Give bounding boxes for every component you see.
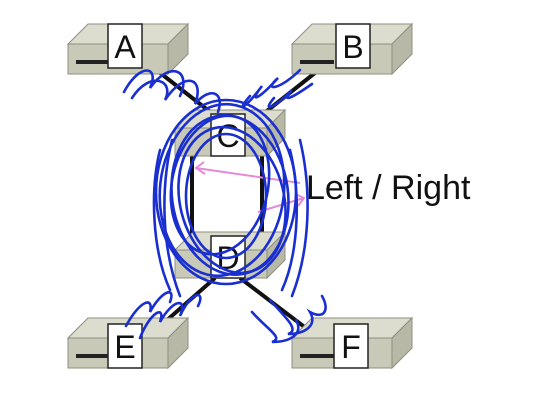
scribble-loop-6	[184, 132, 268, 260]
scribble-left-stroke	[152, 138, 182, 298]
device-a-slot	[76, 60, 110, 64]
scribble-bottom-right	[250, 294, 327, 344]
device-a: A	[66, 22, 190, 76]
device-e-label: E	[114, 329, 135, 365]
device-b-label: B	[342, 29, 363, 65]
device-b: B	[290, 22, 414, 76]
device-b-label-box	[335, 23, 371, 69]
scribble-top-left	[122, 69, 221, 114]
scribble-annotation	[122, 68, 327, 344]
device-a-label-box	[107, 23, 143, 69]
device-f-slot	[300, 354, 334, 358]
arrow-to-right-head	[294, 193, 306, 207]
device-b-slot	[300, 60, 334, 64]
device-f-label-box	[333, 323, 369, 369]
device-e: E	[66, 316, 190, 370]
device-e-slot	[76, 354, 110, 358]
device-a-label: A	[114, 29, 136, 65]
scribble-loop-5	[177, 125, 287, 275]
arrow-to-left	[195, 167, 301, 184]
left-right-annotation: Left / Right	[306, 169, 471, 207]
arrow-to-left-head	[194, 161, 206, 175]
scribble-top-right	[241, 68, 314, 109]
device-f-label: F	[341, 329, 361, 365]
device-e-label-box	[107, 323, 143, 369]
scribble-right-stroke	[280, 138, 309, 298]
scribble-bottom-left	[124, 291, 202, 340]
device-f: F	[290, 316, 414, 370]
